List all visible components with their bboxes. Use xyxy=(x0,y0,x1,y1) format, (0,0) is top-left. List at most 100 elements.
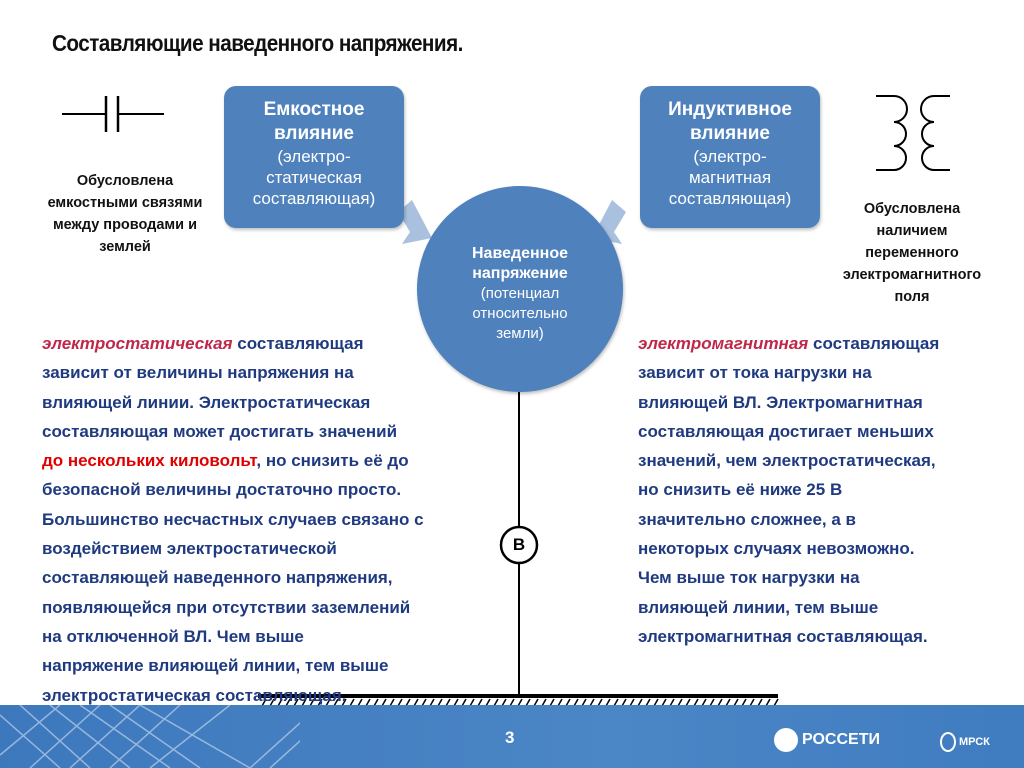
text-line: зависит от тока нагрузки на xyxy=(638,358,939,387)
text-span: составляющей наведенного напряжения, xyxy=(42,568,393,588)
hatch-mark xyxy=(501,698,507,707)
hatch-mark xyxy=(469,698,475,707)
rosseti-logo: РОССЕТИ xyxy=(774,728,880,752)
hatch-mark xyxy=(645,698,651,707)
hatch-mark xyxy=(389,698,395,707)
hatch-mark xyxy=(485,698,491,707)
hatch-mark xyxy=(309,698,315,707)
box-subtitle: статическая xyxy=(266,168,362,187)
note-line: емкостными связями xyxy=(47,195,203,211)
text-line: влияющей ВЛ. Электромагнитная xyxy=(638,388,939,417)
hatch-mark xyxy=(525,698,531,707)
note-line: Обусловлена xyxy=(76,173,174,189)
hatch-mark xyxy=(509,698,515,707)
text-line: но снизить её ниже 25 В xyxy=(638,475,939,504)
box-heading: Емкостное xyxy=(263,99,365,120)
hatch-mark xyxy=(445,698,451,707)
box-heading: влияние xyxy=(690,123,770,144)
text-line: некоторых случаях невозможно. xyxy=(638,534,939,563)
mrsk-logo-icon xyxy=(940,732,956,752)
text-line: электростатическая составляющая xyxy=(42,329,424,358)
hatch-mark xyxy=(621,698,627,707)
box-heading: влияние xyxy=(274,123,354,144)
hatch-mark xyxy=(261,698,267,707)
box-subtitle: (электро- xyxy=(277,147,351,166)
text-span: Большинство несчастных случаев связано с xyxy=(42,509,424,529)
hatch-mark xyxy=(669,698,675,707)
box-subtitle: (электро- xyxy=(693,147,767,166)
left-paragraph: электростатическая составляющая зависит о… xyxy=(42,329,424,710)
text-span: влияющей линии, тем выше xyxy=(638,597,879,617)
text-span: некоторых случаях невозможно. xyxy=(638,539,915,559)
note-line: наличием xyxy=(876,223,948,239)
box-heading: Наведенное xyxy=(471,245,569,262)
rosseti-logo-icon xyxy=(774,728,798,752)
text-line: электромагнитная составляющая. xyxy=(638,622,939,651)
left-arrow-icon xyxy=(398,200,432,244)
slide-title: Составляющие наведенного напряжения. xyxy=(52,30,463,56)
left-note: Обусловлена емкостными связями между прово… xyxy=(30,170,220,258)
hatch-mark xyxy=(629,698,635,707)
inductor-symbol-icon xyxy=(876,95,950,171)
hatch-mark xyxy=(589,698,595,707)
capacitive-influence-box: Емкостное влияние (электро-статическая сост… xyxy=(224,86,404,228)
hatch-mark xyxy=(357,698,363,707)
note-line: переменного xyxy=(865,245,959,261)
text-line: до нескольких киловольт, но снизить её д… xyxy=(42,446,424,475)
hatch-mark xyxy=(381,698,387,707)
hatch-mark xyxy=(733,698,739,707)
voltmeter-label: В xyxy=(512,535,526,554)
highlight-em: электромагнитная xyxy=(638,334,809,353)
text-span: влияющей ВЛ. Электромагнитная xyxy=(638,392,923,412)
hatch-mark xyxy=(405,698,411,707)
hatch-mark xyxy=(413,698,419,707)
text-span: зависит от тока нагрузки на xyxy=(638,363,872,383)
hatch-mark xyxy=(301,698,307,707)
hatch-mark xyxy=(349,698,355,707)
hatch-mark xyxy=(453,698,459,707)
hatch-mark xyxy=(677,698,683,707)
capacitor-symbol-icon xyxy=(62,96,164,132)
text-span: зависит от величины напряжения на xyxy=(42,363,354,383)
hatch-mark xyxy=(493,698,499,707)
hatch-mark xyxy=(461,698,467,707)
hatch-mark xyxy=(565,698,571,707)
text-line: безопасной величины достаточно просто. xyxy=(42,475,424,504)
hatch-mark xyxy=(317,698,323,707)
hatch-mark xyxy=(421,698,427,707)
box-heading: Индуктивное xyxy=(668,99,792,120)
hatch-mark xyxy=(333,698,339,707)
box-subtitle: относительно xyxy=(472,305,568,322)
box-subtitle: (потенциал xyxy=(480,285,560,302)
hatch-mark xyxy=(725,698,731,707)
note-line: электромагнитного xyxy=(842,267,982,283)
text-span: Чем выше ток нагрузки на xyxy=(638,568,860,588)
hatch-mark xyxy=(517,698,523,707)
text-span: составляющая xyxy=(808,334,940,353)
note-line: землей xyxy=(99,239,151,255)
hatch-mark xyxy=(693,698,699,707)
hatch-mark xyxy=(277,698,283,707)
text-span: составляющая может достигать значений xyxy=(42,421,398,441)
hatch-mark xyxy=(533,698,539,707)
hatch-mark xyxy=(293,698,299,707)
ground-hatch xyxy=(261,698,779,707)
hatch-mark xyxy=(661,698,667,707)
hatch-mark xyxy=(325,698,331,707)
text-span: составляющая достигает меньших xyxy=(638,421,934,441)
text-span: напряжение влияющей линии, тем выше xyxy=(42,656,389,676)
hatch-mark xyxy=(557,698,563,707)
hatch-mark xyxy=(341,698,347,707)
box-subtitle: составляющая) xyxy=(252,189,376,208)
highlight-em: электростатическая xyxy=(42,334,233,353)
hatch-mark xyxy=(581,698,587,707)
hatch-mark xyxy=(269,698,275,707)
hatch-mark xyxy=(397,698,403,707)
hatch-mark xyxy=(741,698,747,707)
text-span: влияющей линии. Электростатическая xyxy=(42,392,371,412)
note-line: между проводами и xyxy=(52,217,198,233)
hatch-mark xyxy=(477,698,483,707)
text-span: воздействием электростатической xyxy=(42,539,337,559)
